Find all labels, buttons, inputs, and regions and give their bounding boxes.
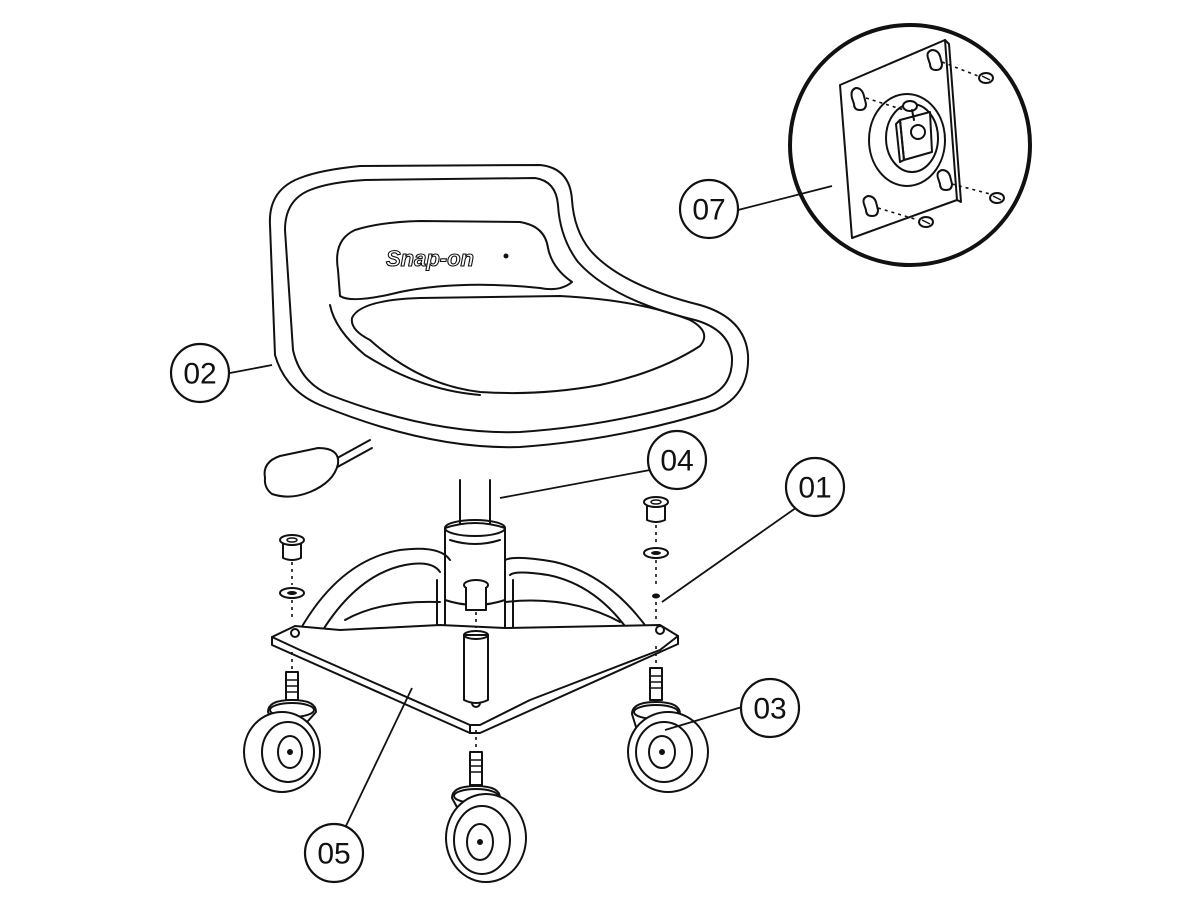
seat-inner-edge bbox=[284, 177, 734, 434]
left-fasteners bbox=[279, 534, 305, 620]
seat-side-pad bbox=[329, 304, 481, 396]
base-legs bbox=[299, 547, 651, 639]
caster-right bbox=[627, 646, 709, 793]
leader-01 bbox=[661, 504, 801, 603]
svg-text:07: 07 bbox=[692, 194, 725, 227]
seat-cushion-pad bbox=[350, 295, 706, 395]
logo-dot bbox=[503, 253, 509, 259]
leader-03 bbox=[664, 706, 743, 731]
seat: Snap-on bbox=[268, 164, 750, 449]
leader-04 bbox=[499, 469, 651, 499]
svg-text:02: 02 bbox=[183, 358, 216, 391]
leader-07 bbox=[737, 185, 833, 211]
caster-front bbox=[445, 730, 527, 883]
svg-text:01: 01 bbox=[798, 472, 831, 505]
svg-text:03: 03 bbox=[753, 693, 786, 726]
seat-logo: Snap-on bbox=[386, 246, 474, 271]
callout-05: 05 bbox=[303, 822, 365, 884]
leader-02 bbox=[229, 364, 273, 374]
right-fasteners bbox=[643, 496, 669, 620]
svg-text:05: 05 bbox=[317, 838, 350, 871]
leader-05 bbox=[344, 687, 413, 829]
svg-text:04: 04 bbox=[660, 445, 693, 478]
height-lever bbox=[263, 439, 373, 498]
callout-01: 01 bbox=[784, 456, 846, 518]
lever-handle bbox=[263, 447, 340, 498]
caster-left bbox=[243, 652, 321, 793]
mounting-plate-detail bbox=[788, 23, 1032, 267]
callout-03: 03 bbox=[739, 677, 801, 739]
seat-shell bbox=[268, 164, 750, 449]
callout-02: 02 bbox=[169, 342, 231, 404]
backrest-pad bbox=[336, 220, 573, 301]
base-plate bbox=[271, 624, 679, 734]
center-fasteners bbox=[463, 579, 489, 628]
callout-04: 04 bbox=[646, 429, 708, 491]
callout-07: 07 bbox=[678, 178, 740, 240]
